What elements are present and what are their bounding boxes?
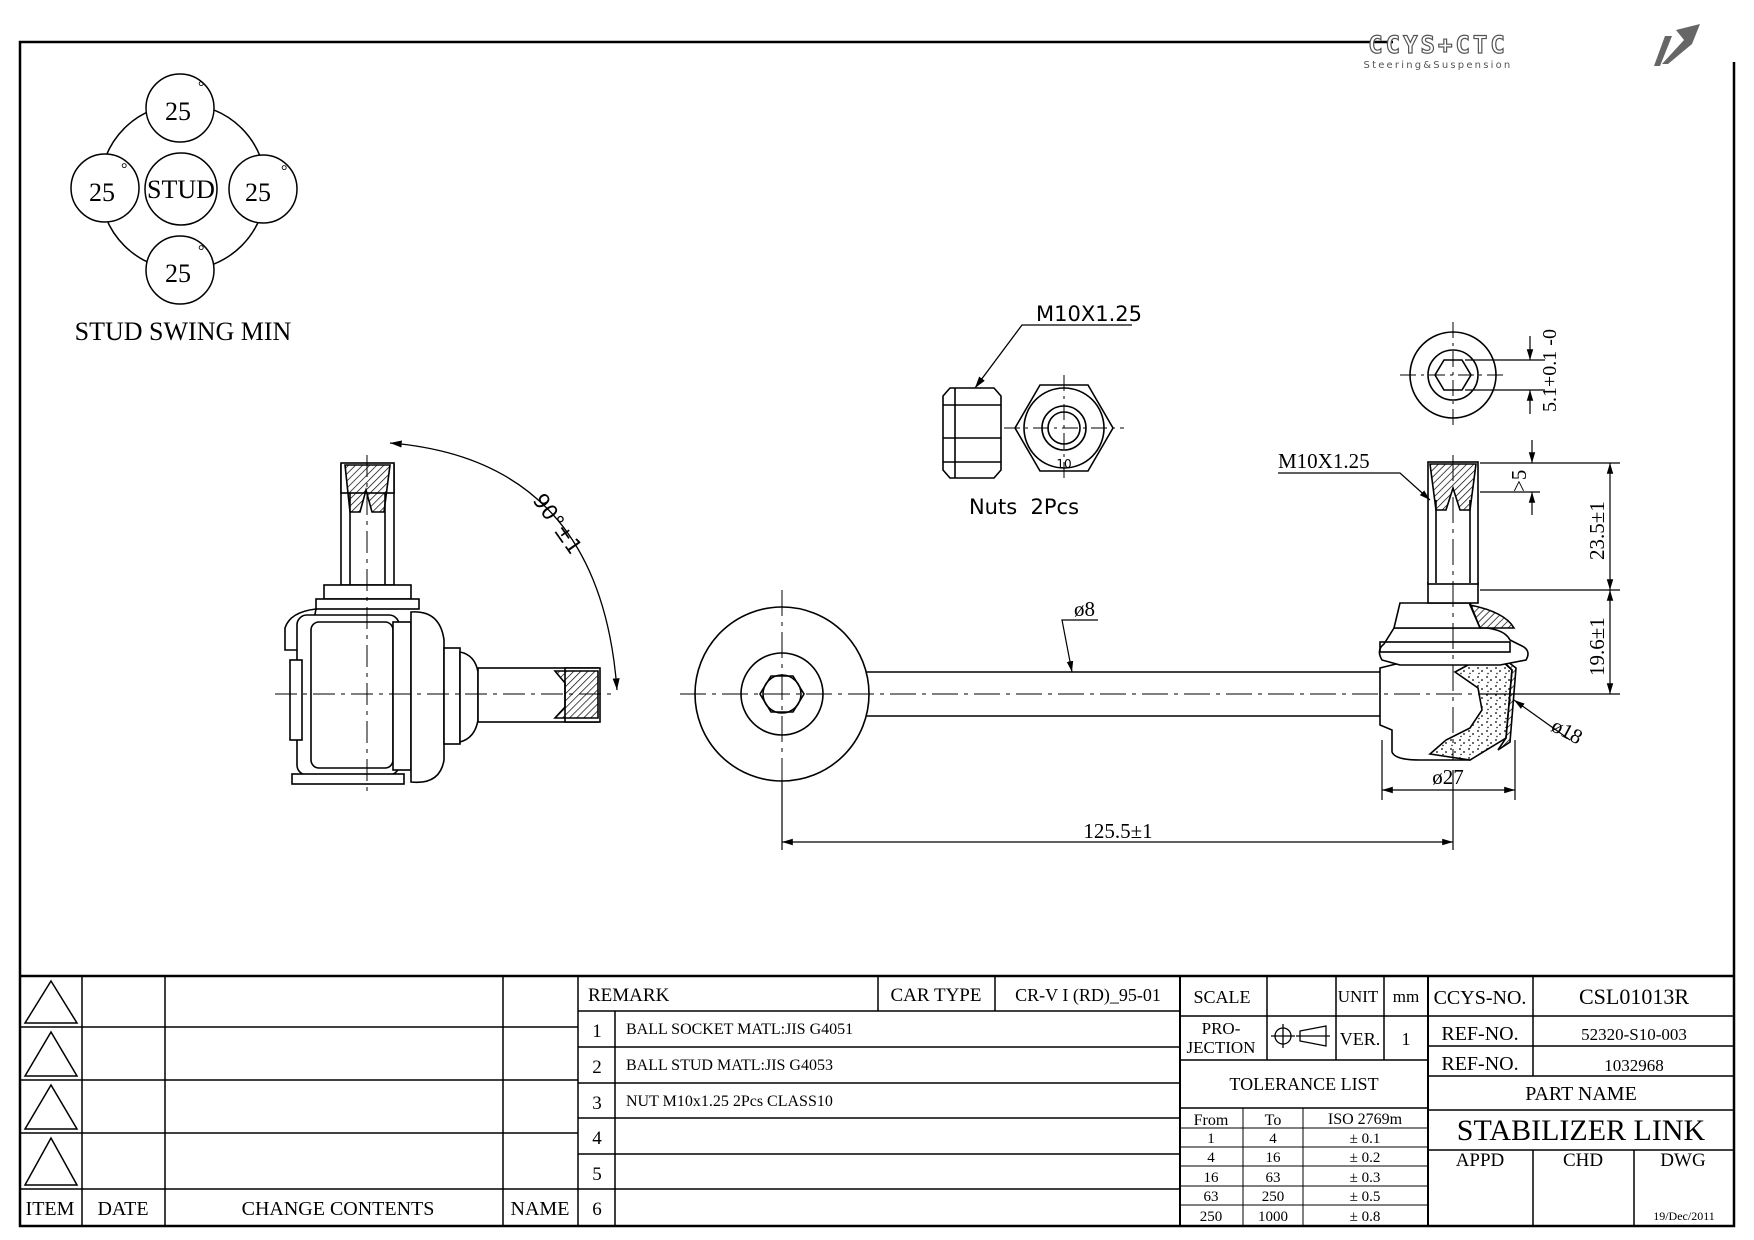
tolerance-to-5: 1000 (1258, 1209, 1288, 1225)
nut-class-mark: 10 (1056, 457, 1071, 471)
version-label: VER. (1340, 1029, 1381, 1049)
tolerance-header-from: From (1194, 1112, 1229, 1129)
car-type-label: CAR TYPE (891, 985, 982, 1006)
stud-top-view (1400, 322, 1545, 428)
tolerance-value-1: ± 0.1 (1350, 1131, 1381, 1147)
logo-brand: CCYS+CTC (1368, 31, 1508, 59)
ccys-no-label: CCYS-NO. (1434, 987, 1527, 1009)
stud-swing-left-value: 25 (89, 178, 115, 207)
degree-mark-left: ° (121, 161, 127, 178)
logo-tagline: Steering&Suspension (1364, 60, 1513, 71)
spec-table (1180, 976, 1429, 1226)
stud-swing-bottom-value: 25 (165, 259, 191, 288)
part-name-label: PART NAME (1525, 1083, 1637, 1105)
unit-label: UNIT (1338, 987, 1379, 1006)
rev-header-name: NAME (511, 1198, 570, 1220)
ball-dia-label: ø18 (1548, 713, 1587, 749)
drawing-border (18, 40, 1736, 1228)
remark-table (578, 976, 1181, 1226)
tolerance-to-3: 63 (1266, 1170, 1281, 1186)
rev-header-date: DATE (97, 1198, 148, 1220)
remark-no-2: 2 (592, 1057, 602, 1078)
remark-no-3: 3 (592, 1093, 602, 1114)
tolerance-from-5: 250 (1200, 1209, 1223, 1225)
projection-symbol-icon (1271, 1024, 1330, 1048)
chd-label: CHD (1563, 1150, 1603, 1171)
projection-label-2: JECTION (1187, 1038, 1256, 1057)
stud-swing-diagram (70, 73, 298, 305)
stud-len-label: 23.5±1 (1585, 501, 1609, 560)
tolerance-to-4: 250 (1262, 1189, 1285, 1205)
body-height-label: 19.6±1 (1585, 617, 1609, 676)
angle-dimension (389, 440, 620, 691)
remark-no-4: 4 (592, 1128, 602, 1149)
remark-no-1: 1 (592, 1021, 602, 1042)
nut-front-view (1004, 375, 1124, 482)
tolerance-rows: 1 4 ± 0.1 4 16 ± 0.2 16 63 ± 0.3 63 250 … (1200, 1131, 1381, 1225)
right-thread-label: M10X1.25 (1278, 449, 1370, 473)
nut-caption: Nuts 2Pcs (969, 495, 1079, 519)
rev-header-item: ITEM (26, 1198, 75, 1220)
rev-header-contents: CHANGE CONTENTS (242, 1198, 435, 1220)
tolerance-title: TOLERANCE LIST (1229, 1074, 1378, 1094)
ref-no-label-2: REF-NO. (1441, 1053, 1518, 1075)
stud-swing-right-value: 25 (245, 178, 271, 207)
thread-min-label: >5 (1507, 470, 1531, 492)
nut-thread-leader (974, 324, 1132, 389)
tolerance-from-1: 1 (1207, 1131, 1215, 1147)
projection-label-1: PRO- (1202, 1019, 1241, 1038)
unit-value: mm (1393, 987, 1419, 1006)
ref-no-value-2: 1032968 (1604, 1056, 1664, 1075)
housing-dia-label: ø27 (1432, 765, 1464, 789)
front-view-centerlines (680, 455, 1560, 800)
tolerance-value-2: ± 0.2 (1350, 1150, 1381, 1166)
drawing-date: 19/Dec/2011 (1653, 1209, 1715, 1223)
company-logo: CCYS+CTC Steering&Suspension (1364, 24, 1700, 71)
front-view (694, 461, 1529, 782)
tolerance-to-2: 16 (1266, 1150, 1282, 1166)
left-view-centerlines (275, 455, 615, 795)
tolerance-from-2: 4 (1207, 1150, 1215, 1166)
rod-dia-label: ø8 (1074, 597, 1095, 621)
tolerance-header-to: To (1265, 1112, 1282, 1129)
tolerance-to-1: 4 (1269, 1131, 1277, 1147)
dwg-label: DWG (1660, 1150, 1706, 1171)
title-block (1428, 976, 1734, 1226)
stud-swing-center-label: STUD (147, 175, 215, 204)
remark-text-1: BALL SOCKET MATL:JIS G4051 (626, 1021, 853, 1038)
tolerance-from-4: 63 (1204, 1189, 1219, 1205)
degree-mark-bottom: ° (198, 243, 204, 260)
ref-no-label-1: REF-NO. (1441, 1023, 1518, 1045)
tolerance-from-3: 16 (1204, 1170, 1220, 1186)
remark-text-2: BALL STUD MATL:JIS G4053 (626, 1057, 833, 1074)
nut-side-view (942, 387, 1002, 479)
ccys-no-value: CSL01013R (1579, 984, 1689, 1009)
angle-dim-label: 90°±1 (528, 489, 587, 559)
revision-table (20, 974, 1734, 1226)
part-name-value: STABILIZER LINK (1457, 1114, 1706, 1147)
appd-label: APPD (1456, 1150, 1505, 1171)
length-label: 125.5±1 (1083, 819, 1152, 843)
tolerance-value-4: ± 0.5 (1350, 1189, 1381, 1205)
degree-mark-top: ° (198, 79, 204, 96)
stud-swing-caption: STUD SWING MIN (75, 317, 292, 346)
dimension-lines (781, 440, 1620, 850)
nut-thread-label: M10X1.25 (1036, 302, 1142, 326)
stud-swing-top-value: 25 (165, 97, 191, 126)
tolerance-value-3: ± 0.3 (1350, 1170, 1381, 1186)
remark-no-6: 6 (592, 1199, 602, 1220)
logo-mark (1654, 24, 1700, 66)
tolerance-value-5: ± 0.8 (1350, 1209, 1381, 1225)
degree-mark-right: ° (281, 163, 287, 180)
hex-depth-label: 5.1+0.1 -0 (1539, 329, 1561, 412)
car-type-value: CR-V I (RD)_95-01 (1015, 985, 1161, 1006)
ref-no-value-1: 52320-S10-003 (1581, 1025, 1687, 1044)
remark-text-3: NUT M10x1.25 2Pcs CLASS10 (626, 1093, 833, 1110)
version-value: 1 (1402, 1029, 1411, 1049)
remark-header: REMARK (588, 985, 670, 1006)
remark-no-5: 5 (592, 1164, 602, 1185)
tolerance-header-iso: ISO 2769m (1328, 1111, 1403, 1128)
scale-label: SCALE (1193, 987, 1250, 1007)
